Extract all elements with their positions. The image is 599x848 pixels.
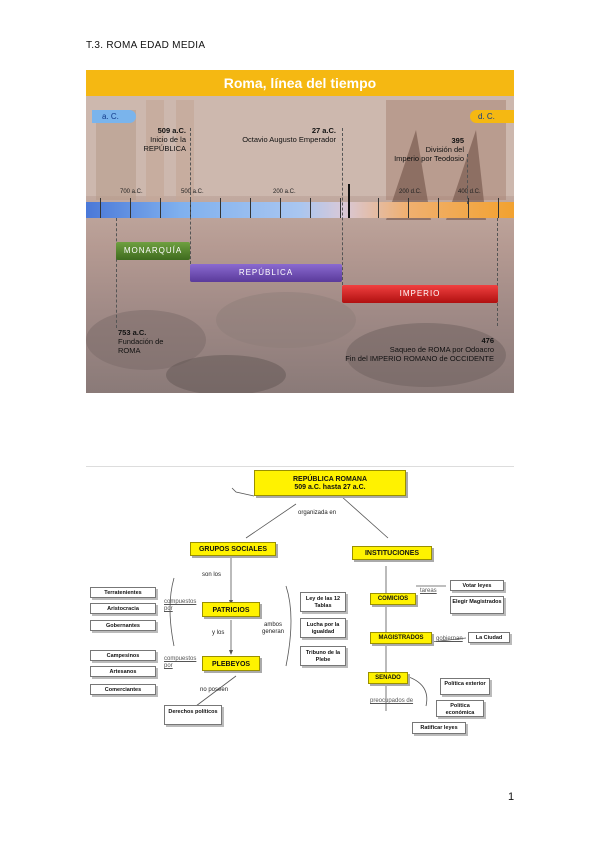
page-header: T.3. ROMA EDAD MEDIA xyxy=(86,40,206,51)
tick-label: 400 d.C. xyxy=(458,189,481,195)
node-campesinos: Campesinos xyxy=(90,650,156,661)
era-ac-label: a. C. xyxy=(92,110,136,123)
event-753: 753 a.C. Fundación de ROMA xyxy=(118,328,164,355)
period-imperio: IMPERIO xyxy=(342,285,498,303)
tick-label: 700 a.C. xyxy=(120,189,143,195)
page-number: 1 xyxy=(508,791,515,803)
node-senado: SENADO xyxy=(368,672,408,684)
link-y-los: y los xyxy=(212,630,225,636)
node-artesanos: Artesanos xyxy=(90,666,156,677)
node-derechos-politicos: Derechos políticos xyxy=(164,705,222,725)
timeline-background xyxy=(86,96,514,393)
dashed-guide xyxy=(467,154,468,204)
tick xyxy=(340,198,341,218)
node-comerciantes: Comerciantes xyxy=(90,684,156,695)
event-476: 476 Saqueo de ROMA por Odoacro Fin del I… xyxy=(345,336,494,363)
tick-label: 500 a.C. xyxy=(181,189,204,195)
concept-map-connectors xyxy=(169,487,467,711)
tick xyxy=(130,198,131,218)
node-magistrados: MAGISTRADOS xyxy=(370,632,432,644)
tick xyxy=(468,198,469,218)
link-no-poseen: no poseen xyxy=(200,687,229,693)
year-zero-tick xyxy=(348,184,350,218)
tick-label: 200 d.C. xyxy=(399,189,422,195)
top-rule xyxy=(86,466,514,467)
node-instituciones: INSTITUCIONES xyxy=(352,546,432,560)
tick-label: 200 a.C. xyxy=(273,189,296,195)
node-plebeyos: PLEBEYOS xyxy=(202,656,260,671)
link-compuestos-por-patricios: compuestos por xyxy=(164,599,197,612)
node-aristocracia: Aristocracia xyxy=(90,603,156,614)
node-gobernantes: Gobernantes xyxy=(90,620,156,631)
link-preocupados-de: preocupados de xyxy=(370,698,414,704)
tick xyxy=(100,198,101,218)
period-monarquia: MONARQUÍA xyxy=(116,242,190,260)
concept-map: REPÚBLICA ROMANA 509 a.C. hasta 27 a.C. … xyxy=(86,466,514,756)
link-ambos-generan: ambos generan xyxy=(261,622,285,635)
tick xyxy=(438,198,439,218)
node-politica-economica: Política económica xyxy=(436,700,484,717)
tick xyxy=(250,198,251,218)
node-comicios: COMICIOS xyxy=(370,593,416,605)
node-politica-exterior: Política exterior xyxy=(440,678,490,695)
timeline-bar xyxy=(86,202,514,218)
dashed-guide xyxy=(497,218,498,326)
node-elegir-magistrados: Elegir Magistrados xyxy=(450,596,504,614)
era-dc-label: d. C. xyxy=(470,110,514,123)
tick xyxy=(310,198,311,218)
node-lucha-igualdad: Lucha por la igualdad xyxy=(300,618,346,638)
dashed-guide xyxy=(342,128,343,285)
timeline-title: Roma, línea del tiempo xyxy=(86,70,514,96)
tick xyxy=(498,198,499,218)
link-compuestos-por-plebeyos: compuestos por xyxy=(164,656,197,669)
node-ratificar-leyes: Ratificar leyes xyxy=(412,722,466,734)
tick xyxy=(160,198,161,218)
node-la-ciudad: La Ciudad xyxy=(468,632,510,643)
node-ley-12-tablas: Ley de las 12 Tablas xyxy=(300,592,346,612)
event-27: 27 a.C. Octavio Augusto Emperador xyxy=(242,126,336,144)
period-republica: REPÚBLICA xyxy=(190,264,342,282)
tick xyxy=(220,198,221,218)
node-votar-leyes: Votar leyes xyxy=(450,580,504,591)
event-509: 509 a.C. Inicio de la REPÚBLICA xyxy=(143,126,186,153)
node-terratenientes: Terratenientes xyxy=(90,587,156,598)
node-patricios: PATRICIOS xyxy=(202,602,260,617)
event-395: 395 División del Imperio por Teodosio xyxy=(394,136,464,163)
node-grupos-sociales: GRUPOS SOCIALES xyxy=(190,542,276,556)
dashed-guide xyxy=(116,218,117,328)
tick xyxy=(280,198,281,218)
link-son-los: son los xyxy=(202,572,222,578)
link-tareas: tareas xyxy=(420,588,437,594)
link-organizada-en: organizada en xyxy=(298,510,337,516)
node-tribuno-plebe: Tribuno de la Plebe xyxy=(300,646,346,666)
timeline-image: Roma, línea del tiempo a. C. d. C. 509 a… xyxy=(86,70,514,393)
node-republica-romana: REPÚBLICA ROMANA 509 a.C. hasta 27 a.C. xyxy=(254,470,406,496)
dashed-guide xyxy=(190,128,191,264)
tick xyxy=(378,198,379,218)
tick xyxy=(408,198,409,218)
link-gobiernan: gobiernan xyxy=(436,636,463,642)
